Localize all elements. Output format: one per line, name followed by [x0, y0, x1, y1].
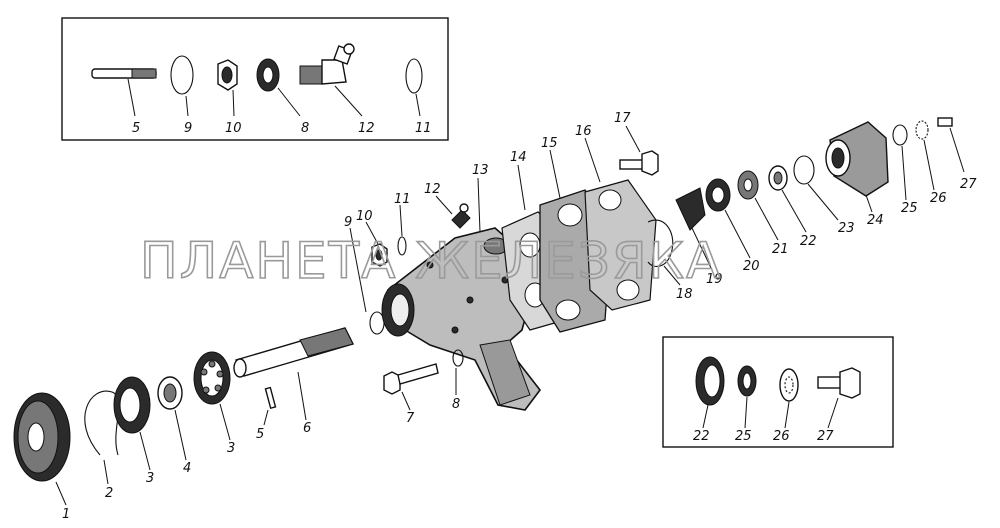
bolt-part-17: [619, 125, 659, 176]
callout-27: 27: [960, 177, 977, 192]
pulley-hub-part: [825, 121, 889, 213]
callout-19: 19: [706, 272, 723, 287]
split-ring-part-main: [397, 204, 407, 256]
callout-1: 1: [62, 507, 70, 522]
lock-ring-part: [170, 55, 194, 117]
callout-6: 6: [303, 421, 311, 436]
callout-24: 24: [867, 213, 884, 228]
callout-inset-bottom-3: 26: [773, 429, 790, 444]
washer-part: [256, 58, 301, 117]
callout-21: 21: [772, 242, 789, 257]
callout-inset-top-4: 8: [301, 121, 309, 136]
callout-22: 22: [800, 234, 817, 249]
callout-20: 20: [743, 259, 760, 274]
inset-bottom-frame: [662, 336, 894, 448]
washer-part-25-main: [892, 124, 908, 201]
nut-part-main: [365, 221, 388, 267]
callout-13: 13: [472, 163, 489, 178]
inset-top-left: 5 9 10 8 12 11: [61, 17, 449, 141]
seal-part-main: [768, 165, 807, 233]
shaft-part: [233, 327, 355, 421]
hub-flange-part: [13, 392, 71, 506]
callout-3a: 3: [146, 471, 154, 486]
callout-2: 2: [105, 486, 113, 501]
callout-17: 17: [614, 111, 631, 126]
watermark-text: ПЛАНЕТА ЖЕЛЕЗЯКА: [140, 232, 722, 290]
callout-12: 12: [424, 182, 441, 197]
bearing-ring-part: [705, 178, 751, 259]
callout-16: 16: [575, 124, 592, 139]
callout-9: 9: [344, 215, 352, 230]
bearing-part: [113, 376, 151, 471]
ball-bearing-part: [193, 351, 231, 441]
callout-15: 15: [541, 136, 558, 151]
inset-bottom-right: 22 25 26 27: [662, 336, 894, 448]
pump-housing-part: [381, 177, 542, 411]
callout-7: 7: [406, 411, 415, 426]
callout-10: 10: [356, 209, 373, 224]
small-pin-part: [263, 386, 277, 426]
callout-18: 18: [676, 287, 693, 302]
callout-25: 25: [901, 201, 918, 216]
pin-part: [91, 68, 157, 117]
callout-26: 26: [930, 191, 947, 206]
grease-fitting-part-main: [435, 195, 471, 229]
impeller-vane-part: [675, 187, 713, 271]
callout-14: 14: [510, 150, 527, 165]
bolt-part-7: [383, 363, 439, 411]
bolt-part-main: [937, 117, 965, 173]
callout-inset-top-1: 5: [132, 121, 140, 136]
grease-fitting-part: [299, 43, 363, 117]
washer-part-25: [737, 365, 757, 429]
retainer-part: [737, 170, 779, 241]
callout-inset-bottom-4: 27: [817, 429, 834, 444]
main-assembly: 1 2 3 4 3 5 6 7 8 9 10 11 12 13 14 15 16…: [13, 111, 977, 522]
callout-inset-bottom-2: 25: [735, 429, 752, 444]
lock-washer-part: [779, 368, 799, 429]
callout-inset-top-6: 11: [415, 121, 432, 136]
callout-inset-top-5: 12: [358, 121, 375, 136]
lock-washer-part-main: [915, 120, 935, 191]
nut-part: [217, 59, 238, 117]
callout-3b: 3: [227, 441, 235, 456]
bolt-part: [817, 367, 861, 429]
snap-ring-part: [84, 390, 120, 485]
gasket-part-16: [584, 137, 657, 311]
washer-part-8: [452, 349, 464, 395]
callout-inset-top-2: 9: [184, 121, 192, 136]
split-ring-part: [405, 58, 423, 117]
callout-5: 5: [256, 427, 264, 442]
callout-11: 11: [394, 192, 411, 207]
callout-23: 23: [838, 221, 855, 236]
circlip-part: [647, 219, 681, 286]
callout-4: 4: [183, 461, 191, 476]
ring-part-23: [793, 155, 839, 221]
callout-8: 8: [452, 397, 460, 412]
callout-inset-bottom-1: 22: [693, 429, 710, 444]
spacer-sleeve-part: [157, 376, 187, 461]
seal-part: [695, 356, 725, 429]
inset-top-frame: [61, 17, 449, 141]
callout-inset-top-3: 10: [225, 121, 242, 136]
